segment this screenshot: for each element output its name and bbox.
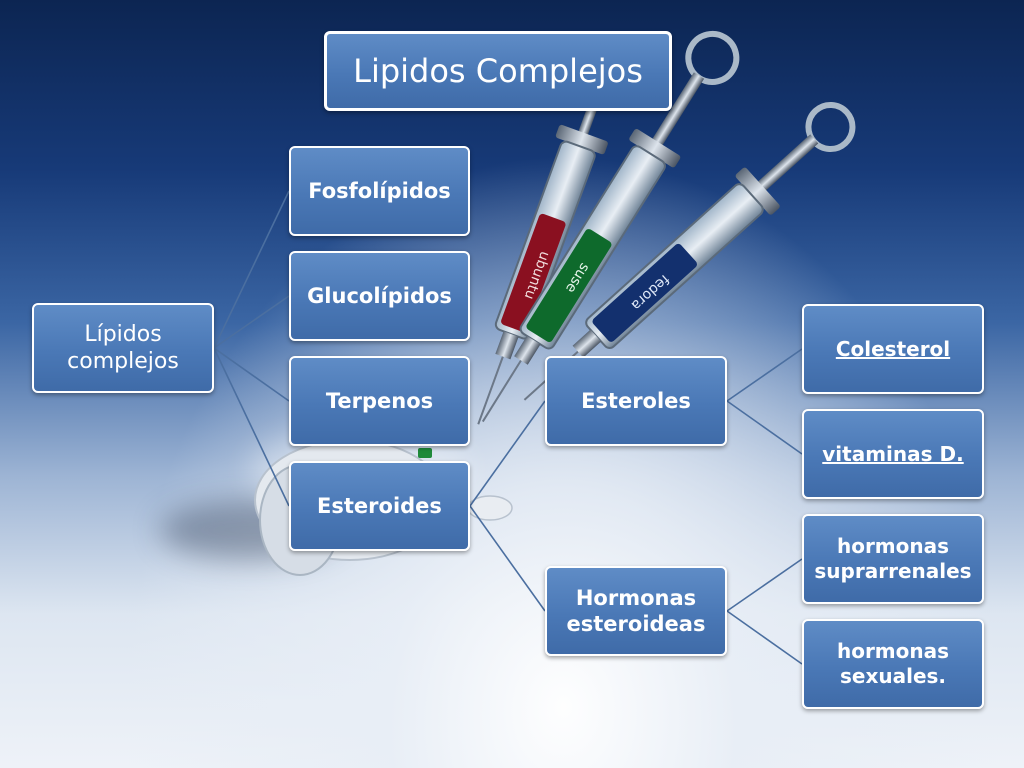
node-label: Esteroles: [581, 388, 691, 413]
connector-root-esteroides: [213, 347, 290, 507]
diagram-title-text: Lipidos Complejos: [353, 52, 643, 90]
connector-esteroles-vitaminas: [726, 400, 803, 455]
node-label: esteroideas: [566, 612, 706, 636]
syringe-suse: suse: [481, 30, 740, 423]
connector-esteroides-esteroles: [469, 400, 546, 507]
node-esteroles: Esteroles: [545, 356, 727, 446]
node-vitaminas-d: vitaminas D.: [802, 409, 984, 499]
connector-esteroides-hormonas: [469, 505, 546, 612]
node-label: complejos: [67, 349, 179, 374]
node-label: Glucolípidos: [307, 283, 452, 308]
node-label: Hormonas: [575, 585, 697, 610]
node-label: Colesterol: [835, 336, 951, 361]
node-glucolipidos: Glucolípidos: [289, 251, 470, 341]
node-hormonas-sexuales: hormonas sexuales.: [802, 619, 984, 709]
connector-hormonas-suprarrenales: [726, 558, 803, 612]
green-chip: [418, 448, 432, 458]
connectors: [213, 190, 803, 665]
connector-root-fosfolipidos: [213, 190, 290, 349]
node-hormonas-esteroideas: Hormonas esteroideas: [545, 566, 727, 656]
connector-esteroles-colesterol: [726, 348, 803, 402]
connector-hormonas-sexuales: [726, 610, 803, 665]
node-label: Fosfolípidos: [308, 178, 451, 203]
node-label: hormonas: [836, 534, 950, 558]
node-label: Lípidos: [84, 321, 162, 347]
connector-root-glucolipidos: [213, 295, 290, 349]
syringe-fedora: fedora: [523, 101, 856, 401]
node-lipidos-complejos: Lípidos complejos: [32, 303, 214, 393]
connector-root-terpenos: [213, 347, 290, 402]
node-esteroides: Esteroides: [289, 461, 470, 551]
diagram-title: Lipidos Complejos: [324, 31, 672, 111]
node-hormonas-suprarrenales: hormonas suprarrenales: [802, 514, 984, 604]
node-label: suprarrenales: [814, 559, 972, 583]
node-label: vitaminas D.: [822, 441, 964, 466]
node-label: sexuales.: [839, 664, 947, 688]
node-colesterol: Colesterol: [802, 304, 984, 394]
node-terpenos: Terpenos: [289, 356, 470, 446]
node-fosfolipidos: Fosfolípidos: [289, 146, 470, 236]
node-label: Esteroides: [317, 493, 442, 518]
node-label: Terpenos: [325, 388, 434, 413]
node-label: hormonas: [836, 639, 950, 663]
